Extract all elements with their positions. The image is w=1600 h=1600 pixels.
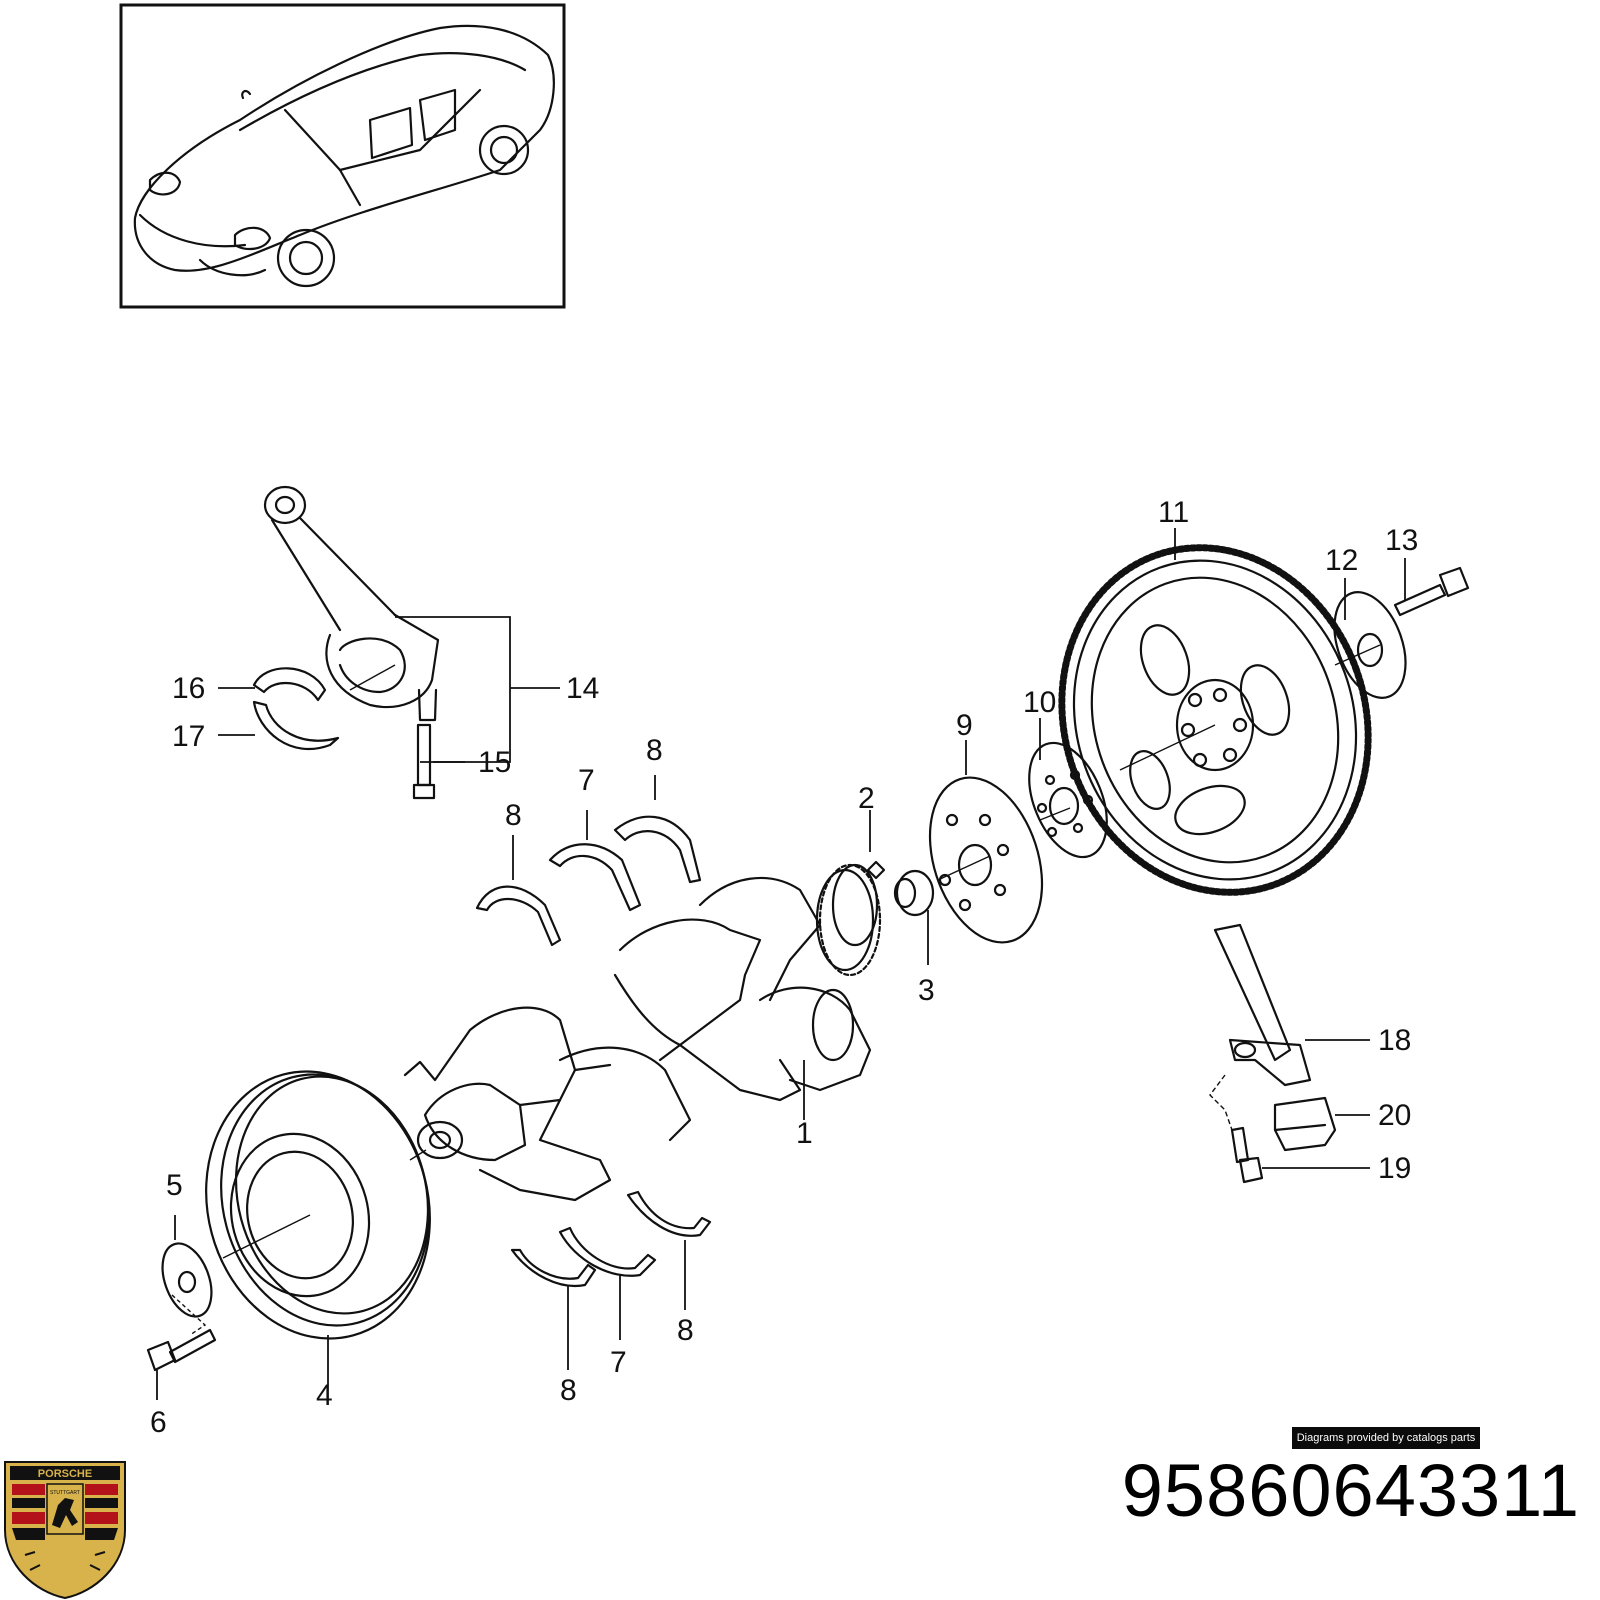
callout-8-lower-right: 8 xyxy=(677,1314,694,1347)
connecting-rod xyxy=(263,485,440,722)
callout-15: 15 xyxy=(478,746,511,779)
crankshaft xyxy=(403,863,879,1202)
crest-city-text: STUTTGART xyxy=(50,1490,80,1496)
main-bearings-lower xyxy=(510,1190,712,1288)
callout-16: 16 xyxy=(172,672,205,705)
rod-bolt xyxy=(412,723,436,800)
bolt-6 xyxy=(146,1328,217,1372)
flywheel xyxy=(1058,544,1372,896)
callout-7-lower: 7 xyxy=(610,1346,627,1379)
callout-14: 14 xyxy=(566,672,599,705)
rod-bearing-shells xyxy=(252,667,340,751)
callout-1: 1 xyxy=(796,1117,813,1150)
diagram-credit: Diagrams provided by catalogs parts xyxy=(1292,1427,1480,1449)
callout-12: 12 xyxy=(1325,544,1358,577)
main-bearings-upper xyxy=(475,815,702,947)
key-pin xyxy=(866,860,886,880)
bracket-20 xyxy=(1273,1096,1337,1152)
plate-9 xyxy=(928,776,1044,944)
porsche-crest-logo: PORSCHE STUTTGART xyxy=(4,1461,126,1600)
sensor-18 xyxy=(1213,923,1312,1087)
callout-19: 19 xyxy=(1378,1152,1411,1185)
sleeve xyxy=(893,869,935,917)
callout-6: 6 xyxy=(150,1406,167,1439)
crank-sprocket xyxy=(818,863,882,977)
callout-17: 17 xyxy=(172,720,205,753)
callout-7-upper: 7 xyxy=(578,764,595,797)
callout-5: 5 xyxy=(166,1169,183,1202)
axis-lines xyxy=(171,644,1381,1336)
callout-labels: 1 2 3 4 5 6 7 7 8 8 8 8 9 10 11 12 13 14… xyxy=(150,496,1418,1439)
washer-5 xyxy=(161,1242,213,1318)
callout-8-lower-left: 8 xyxy=(560,1374,577,1407)
pulley xyxy=(205,1070,431,1340)
callout-9: 9 xyxy=(956,709,973,742)
plate-10 xyxy=(1028,741,1108,859)
bolt-13 xyxy=(1393,566,1470,617)
callout-2: 2 xyxy=(858,782,875,815)
callout-11: 11 xyxy=(1158,496,1189,529)
car-thumbnail xyxy=(119,3,566,309)
bolt-19 xyxy=(1230,1126,1264,1184)
callout-13: 13 xyxy=(1385,524,1418,557)
washer-12 xyxy=(1333,591,1407,699)
callout-8-upper-right: 8 xyxy=(646,734,663,767)
leader-lines xyxy=(156,528,1406,1400)
callout-4: 4 xyxy=(316,1379,333,1412)
callout-10: 10 xyxy=(1023,686,1056,719)
callout-20: 20 xyxy=(1378,1099,1411,1132)
callout-8-upper-left: 8 xyxy=(505,799,522,832)
part-number: 95860643311 xyxy=(1121,1449,1580,1532)
crest-brand-text: PORSCHE xyxy=(38,1468,92,1480)
callout-3: 3 xyxy=(918,974,935,1007)
callout-18: 18 xyxy=(1378,1024,1411,1057)
